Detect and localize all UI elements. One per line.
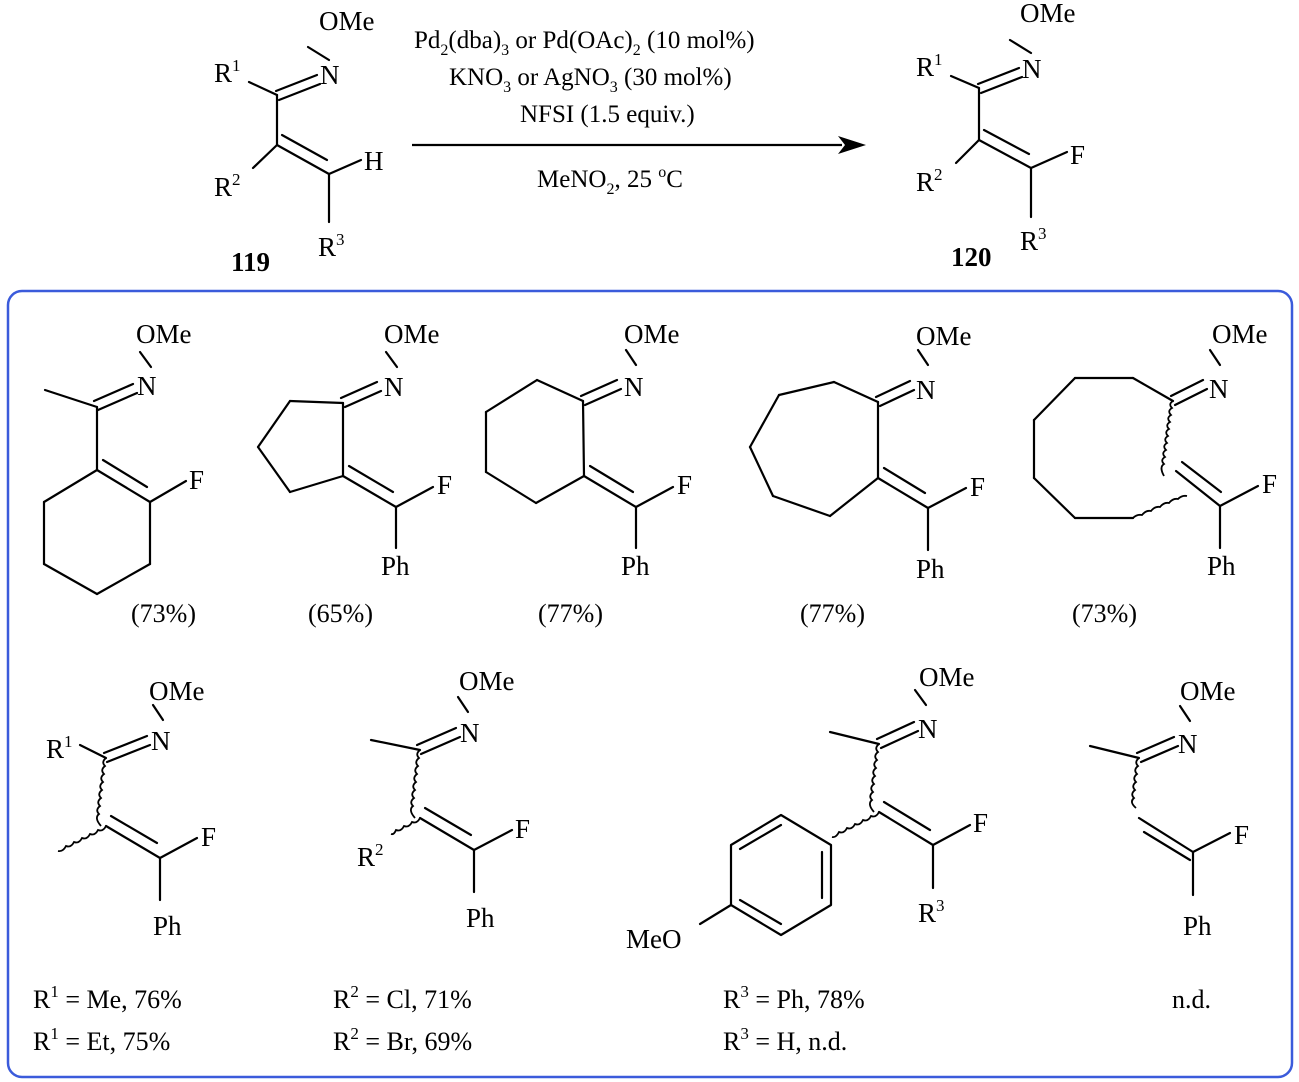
yield-label: (77%): [800, 599, 865, 628]
r1-label: R1: [46, 732, 73, 764]
scope-compound-1: OMe N F (73%): [42, 319, 204, 628]
scope-line: R1 = Me, 76%: [33, 982, 182, 1014]
phenyl-label: Ph: [153, 911, 182, 941]
fluorine-label: F: [201, 822, 216, 852]
nitrogen-label: N: [1178, 729, 1198, 759]
nitrogen-label: N: [624, 372, 644, 402]
r1-label: R1: [916, 50, 943, 82]
arrow-head-icon: [838, 136, 866, 154]
scope-line: R1 = Et, 75%: [33, 1024, 170, 1056]
scope-compound-2: OMe N F Ph (65%): [256, 319, 452, 628]
substrate-scope-frame: [6, 289, 1294, 1079]
condition-line-2: KNO3 or AgNO3 (30 mol%): [449, 64, 732, 96]
yield-label: (73%): [1072, 599, 1137, 628]
product-120: OMe N R1 R2 R3 F 120: [916, 0, 1085, 272]
scope-compound-5: OMe N F Ph (73%): [1032, 319, 1277, 628]
r3-label: R3: [918, 896, 945, 928]
phenyl-label: Ph: [1183, 911, 1212, 941]
omethyl-label: OMe: [1020, 0, 1076, 28]
scope-line: R2 = Br, 69%: [333, 1024, 472, 1056]
fluorine-label: F: [515, 814, 530, 844]
fluorine-label: F: [1234, 820, 1249, 850]
methoxy-label: MeO: [626, 924, 682, 954]
phenyl-label: Ph: [1207, 551, 1236, 581]
nitrogen-label: N: [460, 718, 480, 748]
nitrogen-label: N: [916, 375, 936, 405]
omethyl-label: OMe: [136, 319, 192, 349]
r2-label: R2: [214, 170, 241, 202]
phenyl-label: Ph: [466, 903, 495, 933]
scope-compound-6: OMe N R1 F Ph R1 = Me, 76% R1 = Et, 75%: [33, 676, 216, 1056]
yield-label: (65%): [308, 599, 373, 628]
omethyl-label: OMe: [1180, 676, 1236, 706]
scope-compound-3: OMe N F Ph (77%): [484, 319, 692, 628]
reaction-conditions: Pd2(dba)3 or Pd(OAc)2 (10 mol%) KNO3 or …: [412, 27, 866, 198]
phenyl-label: Ph: [621, 551, 650, 581]
nitrogen-label: N: [384, 372, 404, 402]
nitrogen-label: N: [137, 371, 157, 401]
nitrogen-label: N: [918, 714, 938, 744]
fluorine-label: F: [1262, 469, 1277, 499]
scope-line: R3 = Ph, 78%: [723, 982, 865, 1014]
fluorine-label: F: [1070, 140, 1085, 170]
r3-label: R3: [318, 230, 345, 262]
nitrogen-label: N: [1022, 54, 1042, 84]
fluorine-label: F: [437, 470, 452, 500]
scope-compound-4: OMe N F Ph (77%): [748, 321, 985, 628]
reactant-119: OMe N R1 R2 R3 H 119: [214, 6, 384, 277]
nitrogen-label: N: [151, 726, 171, 756]
r3-label: R3: [1020, 224, 1047, 256]
scope-compound-8: OMe N F R3 MeO R3 = Ph, 78% R3 = H, n.d.: [626, 662, 988, 1056]
fluorine-label: F: [677, 470, 692, 500]
r2-label: R2: [916, 165, 943, 197]
omethyl-label: OMe: [149, 676, 205, 706]
fluorine-label: F: [189, 465, 204, 495]
yield-label: (77%): [538, 599, 603, 628]
hydrogen-label: H: [364, 146, 384, 176]
condition-line-4: MeNO2, 25 oC: [537, 164, 683, 198]
not-determined-label: n.d.: [1172, 985, 1211, 1014]
compound-number-119: 119: [231, 247, 270, 277]
omethyl-label: OMe: [624, 319, 680, 349]
omethyl-label: OMe: [1212, 319, 1268, 349]
r1-label: R1: [214, 56, 241, 88]
omethyl-label: OMe: [459, 666, 515, 696]
nitrogen-label: N: [1209, 374, 1229, 404]
nitrogen-label: N: [320, 60, 340, 90]
scope-line: R3 = H, n.d.: [723, 1024, 847, 1056]
scope-line: R2 = Cl, 71%: [333, 982, 472, 1014]
omethyl-label: OMe: [319, 6, 375, 36]
fluorine-label: F: [970, 472, 985, 502]
compound-number-120: 120: [951, 242, 992, 272]
phenyl-label: Ph: [381, 551, 410, 581]
yield-label: (73%): [131, 599, 196, 628]
condition-line-3: NFSI (1.5 equiv.): [520, 101, 695, 128]
omethyl-label: OMe: [919, 662, 975, 692]
condition-line-1: Pd2(dba)3 or Pd(OAc)2 (10 mol%): [414, 27, 755, 59]
scope-compound-7: OMe N R2 F Ph R2 = Cl, 71% R2 = Br, 69%: [333, 666, 530, 1056]
omethyl-label: OMe: [384, 319, 440, 349]
omethyl-label: OMe: [916, 321, 972, 351]
scope-compound-9: OMe N F Ph n.d.: [1088, 676, 1249, 1014]
phenyl-label: Ph: [916, 554, 945, 584]
r2-label: R2: [357, 840, 384, 872]
fluorine-label: F: [973, 808, 988, 838]
